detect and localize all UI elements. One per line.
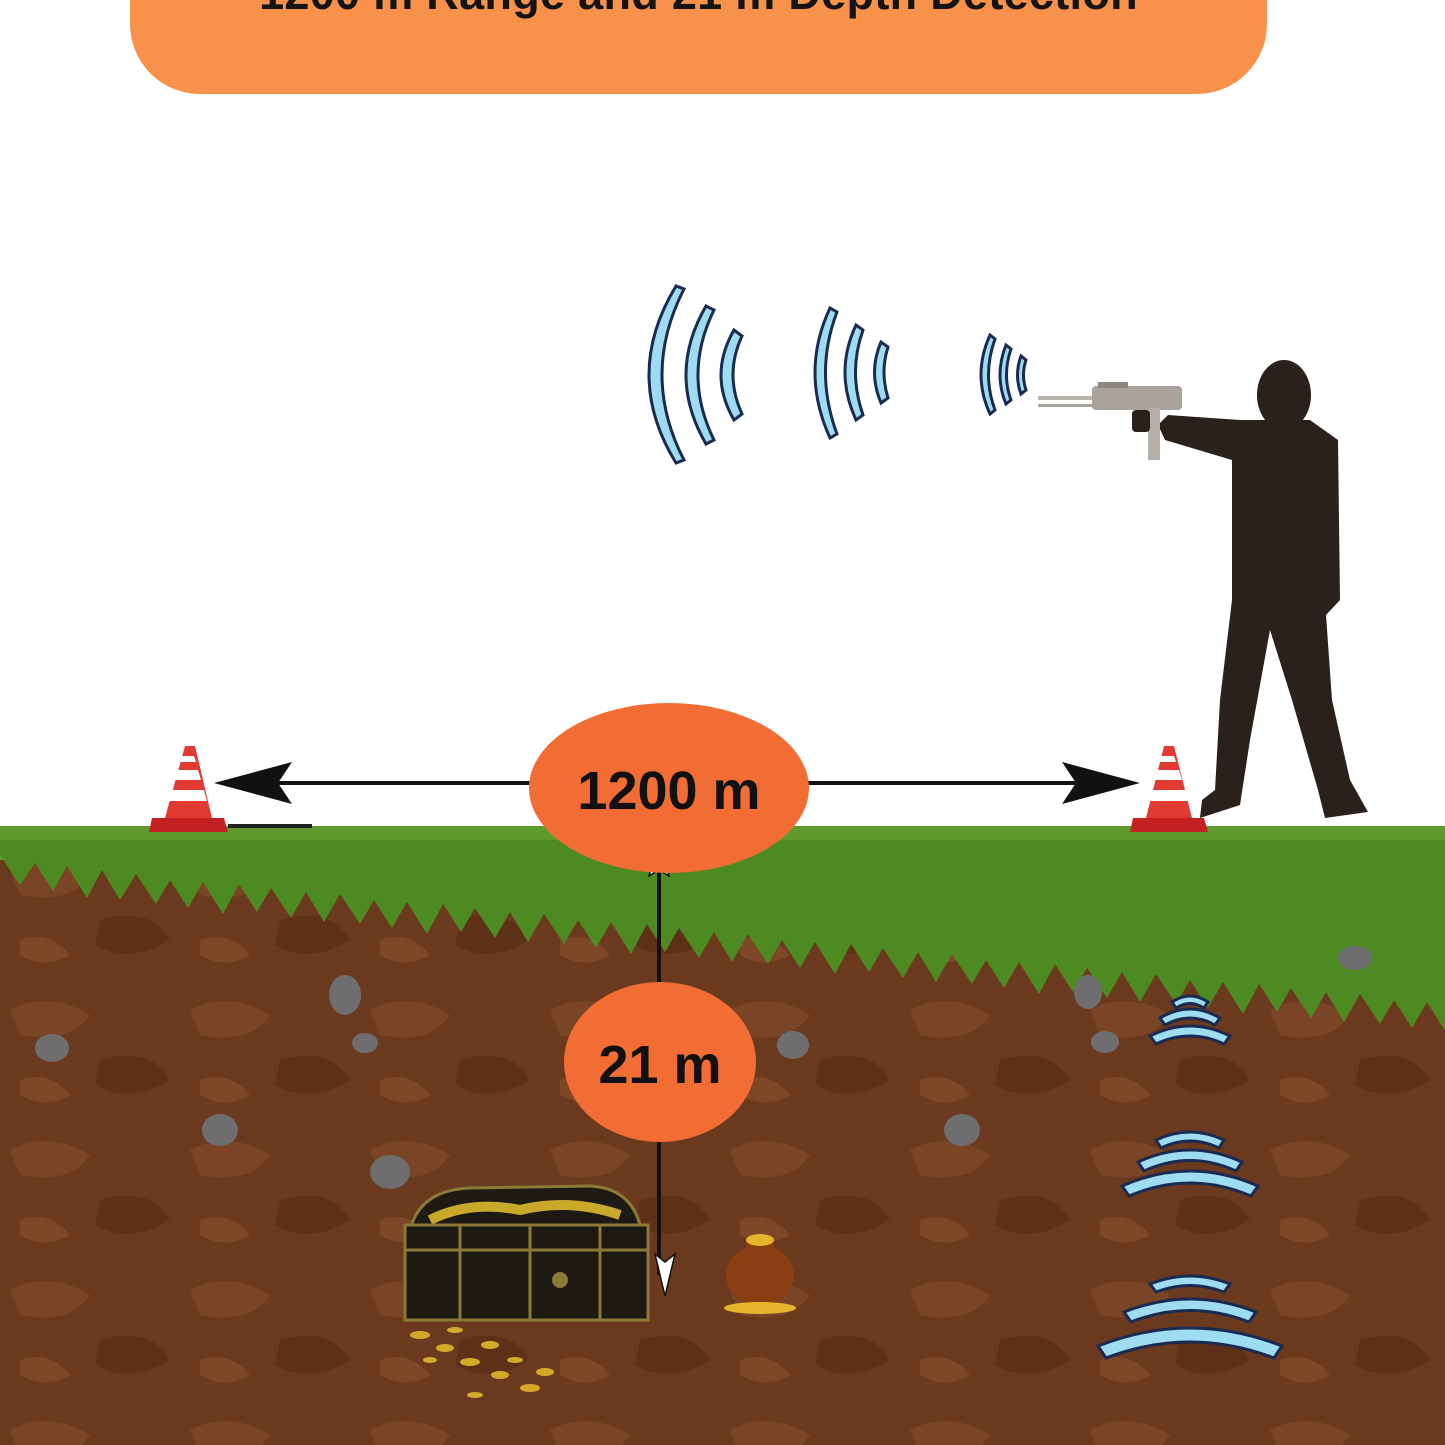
signal-wave-icon <box>1095 994 1285 1360</box>
title-banner: 1200 m Range and 21 m Depth Detection <box>130 0 1267 94</box>
gold-pot-icon <box>724 1234 796 1314</box>
person-silhouette-icon <box>1158 360 1368 818</box>
traffic-cone-icon <box>149 746 312 832</box>
rocks <box>35 946 1372 1189</box>
treasure-chest-icon <box>403 1184 650 1398</box>
range-bubble <box>529 703 809 873</box>
banner-title: 1200 m Range and 21 m Depth Detection <box>130 0 1267 20</box>
detector-device-icon <box>1038 382 1182 460</box>
depth-bubble <box>564 982 756 1142</box>
traffic-cone-icon <box>1130 746 1208 832</box>
signal-wave-icon <box>647 284 1028 465</box>
